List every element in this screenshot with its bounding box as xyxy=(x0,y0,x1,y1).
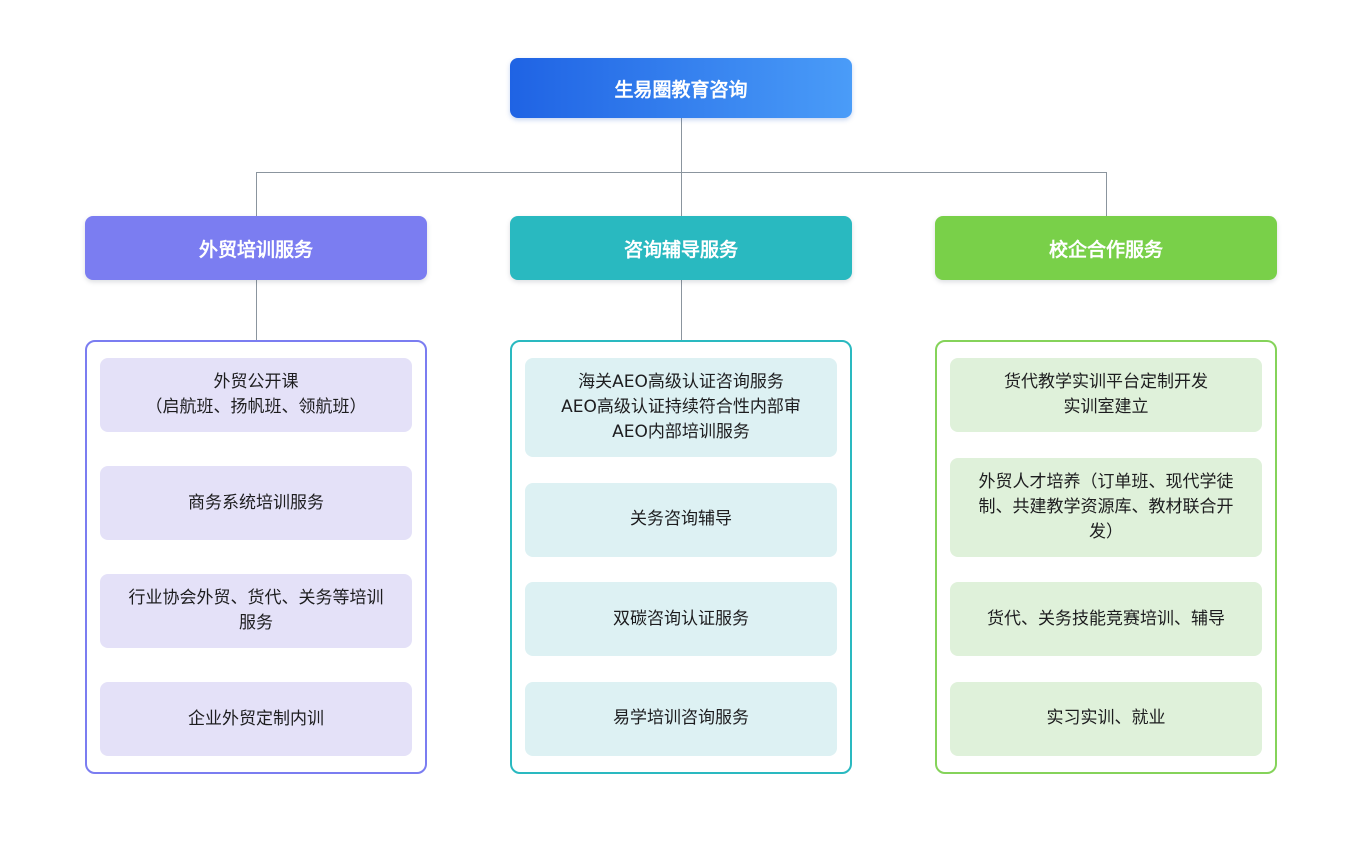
connector-drop-trade-training xyxy=(256,172,257,216)
connector-root-stem xyxy=(681,118,682,173)
leaf-item: 易学培训咨询服务 xyxy=(525,681,837,756)
leaf-item: 外贸人才培养（订单班、现代学徒制、共建教学资源库、教材联合开发） xyxy=(950,457,1262,557)
branch-header-trade-training: 外贸培训服务 xyxy=(85,216,427,280)
leaf-item: 商务系统培训服务 xyxy=(100,466,412,540)
leaf-item: 企业外贸定制内训 xyxy=(100,682,412,756)
connector-stem-consulting xyxy=(681,280,682,340)
leaf-item: 实习实训、就业 xyxy=(950,681,1262,756)
leaf-item: 行业协会外贸、货代、关务等培训服务 xyxy=(100,574,412,648)
branch-container-trade-training: 外贸公开课 （启航班、扬帆班、领航班） 商务系统培训服务 行业协会外贸、货代、关… xyxy=(85,340,427,774)
connector-drop-consulting xyxy=(681,172,682,216)
leaf-item: 货代、关务技能竞赛培训、辅导 xyxy=(950,582,1262,657)
root-node-label: 生易圈教育咨询 xyxy=(614,78,748,101)
leaf-item: 海关AEO高级认证咨询服务 AEO高级认证持续符合性内部审 AEO内部培训服务 xyxy=(525,358,837,457)
connector-stem-trade-training xyxy=(256,280,257,340)
branch-header-school-enterprise: 校企合作服务 xyxy=(935,216,1277,280)
branch-header-label: 校企合作服务 xyxy=(1048,238,1163,261)
branch-header-label: 外贸培训服务 xyxy=(198,238,313,261)
branch-container-school-enterprise: 货代教学实训平台定制开发 实训室建立 外贸人才培养（订单班、现代学徒制、共建教学… xyxy=(935,340,1277,774)
connector-drop-school-enterprise xyxy=(1106,172,1107,216)
leaf-item: 关务咨询辅导 xyxy=(525,482,837,557)
leaf-item: 双碳咨询认证服务 xyxy=(525,582,837,657)
leaf-item: 外贸公开课 （启航班、扬帆班、领航班） xyxy=(100,358,412,432)
branch-header-label: 咨询辅导服务 xyxy=(623,238,738,261)
branch-header-consulting: 咨询辅导服务 xyxy=(510,216,852,280)
leaf-item: 货代教学实训平台定制开发 实训室建立 xyxy=(950,358,1262,432)
branch-container-consulting: 海关AEO高级认证咨询服务 AEO高级认证持续符合性内部审 AEO内部培训服务 … xyxy=(510,340,852,774)
root-node: 生易圈教育咨询 xyxy=(510,58,852,118)
